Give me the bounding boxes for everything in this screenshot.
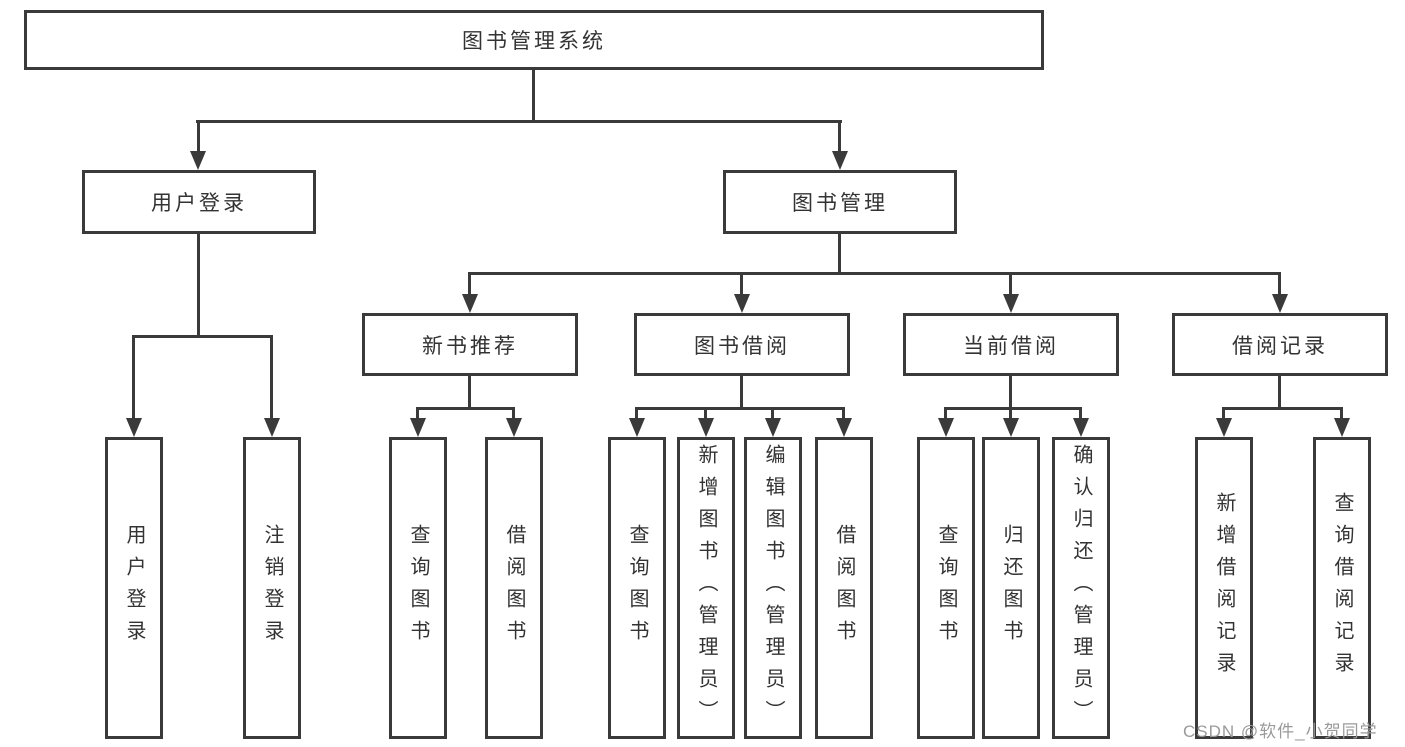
leaf-query-borrow-record: 查询借阅记录 bbox=[1313, 437, 1371, 739]
leaf-confirm-return-admin: 确认归还（管理员） bbox=[1052, 437, 1110, 739]
leaf-edit-book-admin: 编辑图书（管理员） bbox=[744, 437, 802, 739]
leaf-user-login: 用户登录 bbox=[105, 437, 163, 739]
connector-line bbox=[416, 407, 515, 410]
arrow-down-icon bbox=[698, 418, 714, 437]
leaf-borrow-books: 借阅图书 bbox=[815, 437, 873, 739]
connector-line bbox=[1009, 272, 1012, 295]
connector-line bbox=[1340, 407, 1343, 420]
arrow-down-icon bbox=[1003, 418, 1019, 437]
leaf-logout: 注销登录 bbox=[243, 437, 301, 739]
connector-line bbox=[838, 234, 841, 272]
leaf-add-book-admin: 新增图书（管理员） bbox=[677, 437, 735, 739]
node-user-login-label: 用户登录 bbox=[151, 192, 247, 215]
arrow-down-icon bbox=[190, 151, 206, 170]
connector-line bbox=[1222, 407, 1225, 420]
connector-line bbox=[944, 407, 1082, 410]
connector-line bbox=[468, 272, 1281, 275]
connector-line bbox=[1009, 407, 1012, 420]
leaf-borrow-books-recommend: 借阅图书 bbox=[485, 437, 543, 739]
connector-line bbox=[740, 272, 743, 295]
connector-line bbox=[468, 272, 471, 295]
connector-line bbox=[944, 407, 947, 420]
connector-line bbox=[132, 335, 273, 338]
watermark: CSDN @软件_小贺同学 bbox=[1183, 722, 1378, 741]
connector-line bbox=[1079, 407, 1082, 420]
leaf-return-books: 归还图书 bbox=[982, 437, 1040, 739]
connector-line bbox=[838, 120, 841, 152]
leaf-query-books-recommend-label: 查询图书 bbox=[407, 524, 429, 652]
leaf-borrow-books-label: 借阅图书 bbox=[833, 524, 855, 652]
arrow-down-icon bbox=[506, 418, 522, 437]
arrow-down-icon bbox=[1334, 418, 1350, 437]
leaf-query-books-recommend: 查询图书 bbox=[389, 437, 447, 739]
node-root: 图书管理系统 bbox=[24, 10, 1044, 70]
arrow-down-icon bbox=[734, 294, 750, 313]
leaf-query-books-current-label: 查询图书 bbox=[935, 524, 957, 652]
connector-line bbox=[416, 407, 419, 420]
node-book-borrow: 图书借阅 bbox=[634, 313, 850, 376]
connector-line bbox=[270, 335, 273, 419]
leaf-query-books-borrow-label: 查询图书 bbox=[626, 524, 648, 652]
leaf-user-login-label: 用户登录 bbox=[123, 524, 145, 652]
leaf-logout-label: 注销登录 bbox=[261, 524, 283, 652]
arrow-down-icon bbox=[1272, 294, 1288, 313]
leaf-borrow-books-recommend-label: 借阅图书 bbox=[503, 524, 525, 652]
arrow-down-icon bbox=[1003, 294, 1019, 313]
node-new-book-recommend-label: 新书推荐 bbox=[422, 334, 518, 358]
connector-line bbox=[132, 335, 135, 419]
arrow-down-icon bbox=[832, 151, 848, 170]
connector-line bbox=[197, 120, 200, 152]
connector-line bbox=[196, 120, 842, 123]
node-current-borrow: 当前借阅 bbox=[903, 313, 1119, 376]
connector-line bbox=[635, 407, 638, 420]
connector-line bbox=[1009, 376, 1012, 407]
node-book-borrow-label: 图书借阅 bbox=[694, 334, 790, 358]
connector-line bbox=[1222, 407, 1343, 410]
leaf-query-borrow-record-label: 查询借阅记录 bbox=[1331, 492, 1353, 684]
connector-line bbox=[740, 376, 743, 407]
leaf-add-borrow-record: 新增借阅记录 bbox=[1195, 437, 1253, 739]
connector-line bbox=[1278, 272, 1281, 295]
arrow-down-icon bbox=[410, 418, 426, 437]
node-root-label: 图书管理系统 bbox=[462, 30, 606, 53]
leaf-query-books-current: 查询图书 bbox=[917, 437, 975, 739]
node-book-management-label: 图书管理 bbox=[792, 192, 888, 215]
connector-line bbox=[771, 407, 774, 420]
node-new-book-recommend: 新书推荐 bbox=[362, 313, 578, 376]
node-user-login: 用户登录 bbox=[82, 170, 316, 234]
leaf-confirm-return-admin-label: 确认归还（管理员） bbox=[1070, 444, 1092, 732]
connector-line bbox=[1278, 376, 1281, 407]
connector-line bbox=[532, 70, 535, 120]
connector-line bbox=[842, 407, 845, 420]
node-book-management: 图书管理 bbox=[723, 170, 957, 234]
arrow-down-icon bbox=[264, 418, 280, 437]
connector-line bbox=[704, 407, 707, 420]
node-borrow-records-label: 借阅记录 bbox=[1232, 334, 1328, 358]
arrow-down-icon bbox=[462, 294, 478, 313]
connector-line bbox=[635, 407, 845, 410]
arrow-down-icon bbox=[1073, 418, 1089, 437]
leaf-return-books-label: 归还图书 bbox=[1000, 524, 1022, 652]
connector-line bbox=[512, 407, 515, 420]
arrow-down-icon bbox=[836, 418, 852, 437]
connector-line bbox=[197, 234, 200, 335]
leaf-add-book-admin-label: 新增图书（管理员） bbox=[695, 444, 717, 732]
arrow-down-icon bbox=[126, 418, 142, 437]
arrow-down-icon bbox=[765, 418, 781, 437]
node-current-borrow-label: 当前借阅 bbox=[963, 334, 1059, 358]
leaf-add-borrow-record-label: 新增借阅记录 bbox=[1213, 492, 1235, 684]
leaf-query-books-borrow: 查询图书 bbox=[608, 437, 666, 739]
arrow-down-icon bbox=[938, 418, 954, 437]
arrow-down-icon bbox=[629, 418, 645, 437]
node-borrow-records: 借阅记录 bbox=[1172, 313, 1388, 376]
arrow-down-icon bbox=[1216, 418, 1232, 437]
connector-line bbox=[468, 376, 471, 407]
leaf-edit-book-admin-label: 编辑图书（管理员） bbox=[762, 444, 784, 732]
